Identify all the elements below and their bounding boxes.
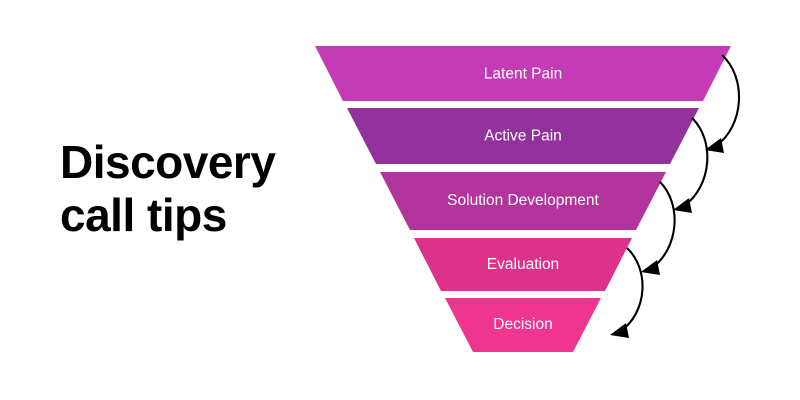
funnel-stage-shape bbox=[445, 298, 601, 352]
funnel-stage-label: Latent Pain bbox=[484, 66, 562, 83]
funnel-stage-label: Solution Development bbox=[447, 192, 599, 209]
connector-arrow-icon-1 bbox=[705, 54, 741, 153]
funnel-stage-label: Decision bbox=[493, 316, 552, 333]
connector-arrow-icon-4 bbox=[610, 247, 644, 338]
funnel-stage-solution-development[interactable]: Solution Development bbox=[380, 172, 666, 230]
funnel-stage-shape bbox=[380, 172, 666, 230]
funnel-stage-evaluation[interactable]: Evaluation bbox=[414, 238, 632, 291]
funnel-stage-label: Active Pain bbox=[484, 128, 562, 145]
connector-arrow-icon-2 bbox=[673, 117, 709, 213]
funnel-stage-active-pain[interactable]: Active Pain bbox=[347, 108, 699, 164]
funnel-stage-decision[interactable]: Decision bbox=[445, 298, 601, 352]
connector-arrow-icon-3 bbox=[641, 181, 676, 275]
funnel-stage-label: Evaluation bbox=[487, 256, 559, 273]
funnel-connector-arrows bbox=[610, 54, 741, 338]
funnel-stage-shape bbox=[315, 46, 731, 101]
page-title: Discovery call tips bbox=[60, 136, 276, 242]
funnel-stage-shape bbox=[347, 108, 699, 164]
funnel-stage-latent-pain[interactable]: Latent Pain bbox=[315, 46, 731, 101]
funnel-stage-shape bbox=[414, 238, 632, 291]
